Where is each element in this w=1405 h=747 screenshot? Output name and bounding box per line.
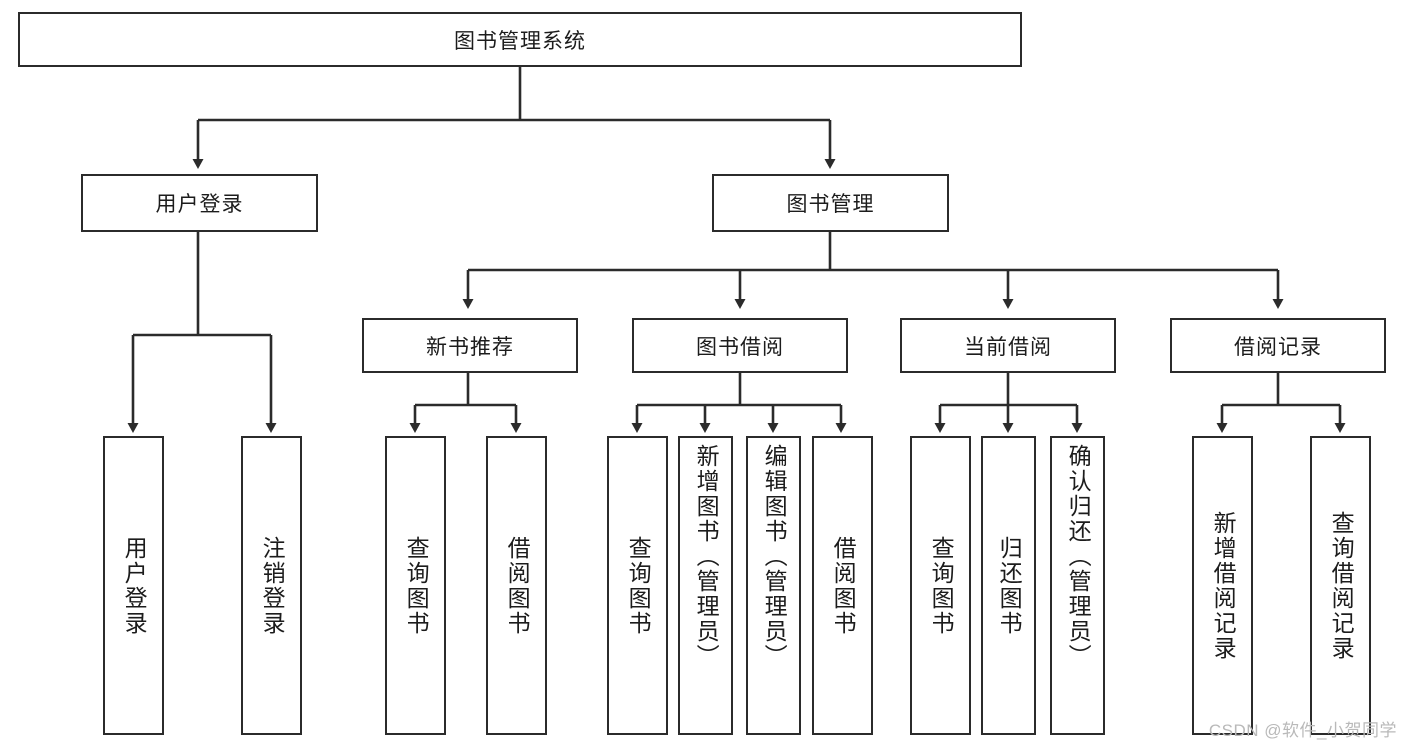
leaf-add-record[interactable]: 新增借阅记录 (1192, 436, 1253, 735)
leaf-query-book-1-label: 查询图书 (403, 535, 430, 636)
node-user-login-label: 用户登录 (155, 193, 244, 216)
leaf-confirm-return-label: 确认归还（管理员） (1065, 444, 1092, 669)
leaf-user-logout[interactable]: 注销登录 (241, 436, 302, 735)
node-user-login[interactable]: 用户登录 (81, 174, 318, 232)
leaf-confirm-return[interactable]: 确认归还（管理员） (1050, 436, 1105, 735)
node-book-borrow-label: 图书借阅 (696, 335, 784, 359)
leaf-return-book[interactable]: 归还图书 (981, 436, 1036, 735)
leaf-user-login[interactable]: 用户登录 (103, 436, 164, 735)
node-root-label: 图书管理系统 (454, 29, 586, 53)
leaf-query-book-3-label: 查询图书 (928, 535, 955, 636)
leaf-borrow-book-2-label: 借阅图书 (830, 535, 857, 636)
leaf-add-record-label: 新增借阅记录 (1210, 510, 1237, 661)
node-new-book-recommend-label: 新书推荐 (426, 335, 514, 359)
node-current-borrow[interactable]: 当前借阅 (900, 318, 1116, 373)
leaf-query-book-2[interactable]: 查询图书 (607, 436, 668, 735)
leaf-edit-book[interactable]: 编辑图书（管理员） (746, 436, 801, 735)
node-book-borrow[interactable]: 图书借阅 (632, 318, 848, 373)
leaf-borrow-book-2[interactable]: 借阅图书 (812, 436, 873, 735)
node-root[interactable]: 图书管理系统 (18, 12, 1022, 67)
leaf-borrow-book-1-label: 借阅图书 (504, 535, 531, 636)
leaf-query-book-1[interactable]: 查询图书 (385, 436, 446, 735)
leaf-query-book-3[interactable]: 查询图书 (910, 436, 971, 735)
leaf-borrow-book-1[interactable]: 借阅图书 (486, 436, 547, 735)
leaf-query-record[interactable]: 查询借阅记录 (1310, 436, 1371, 735)
node-new-book-recommend[interactable]: 新书推荐 (362, 318, 578, 373)
node-borrow-record-label: 借阅记录 (1234, 335, 1322, 359)
leaf-user-login-label: 用户登录 (121, 535, 148, 636)
leaf-edit-book-label: 编辑图书（管理员） (761, 444, 788, 669)
node-borrow-record[interactable]: 借阅记录 (1170, 318, 1386, 373)
watermark-text: CSDN @软件_小贺同学 (1208, 721, 1397, 740)
node-book-management[interactable]: 图书管理 (712, 174, 949, 232)
node-book-management-label: 图书管理 (786, 193, 875, 216)
leaf-query-record-label: 查询借阅记录 (1328, 510, 1355, 661)
leaf-add-book-label: 新增图书（管理员） (693, 444, 720, 669)
leaf-add-book[interactable]: 新增图书（管理员） (678, 436, 733, 735)
leaf-user-logout-label: 注销登录 (259, 535, 286, 636)
leaf-return-book-label: 归还图书 (996, 535, 1023, 636)
node-current-borrow-label: 当前借阅 (964, 335, 1052, 359)
leaf-query-book-2-label: 查询图书 (625, 535, 652, 636)
